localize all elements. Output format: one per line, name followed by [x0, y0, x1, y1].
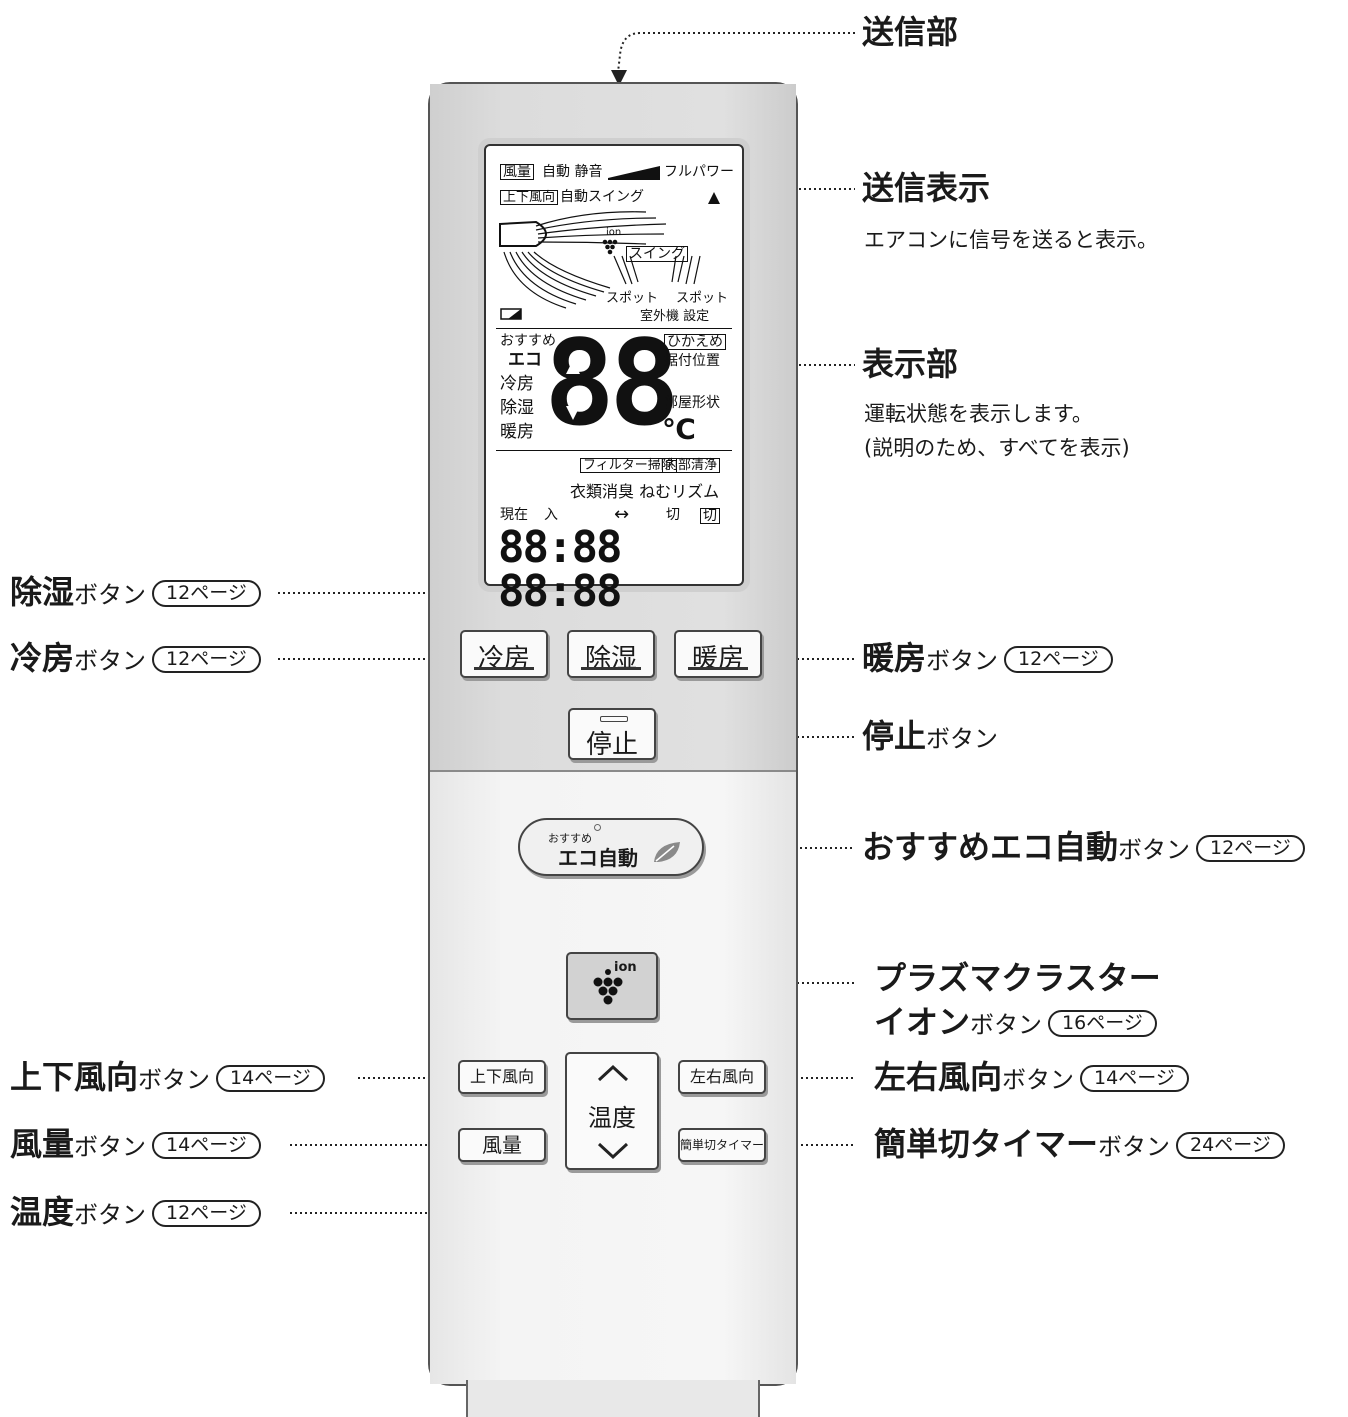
page-ref: 12ページ: [1196, 835, 1305, 862]
transmitter-arrow: [611, 70, 627, 86]
lcd-celsius: ℃: [662, 413, 696, 446]
plasmacluster-grape-icon: [593, 969, 623, 1005]
horizontal-direction-label: 左右風向: [689, 1067, 754, 1086]
airflow-graphic: [499, 211, 701, 309]
lcd-auto-quiet: 自動 静音: [542, 164, 603, 180]
lcd-eco: エコ: [508, 350, 542, 370]
send-indicator-desc: エアコンに信号を送ると表示。: [864, 228, 1158, 252]
stop-button-label: 停止: [585, 730, 638, 760]
lcd-inner-clean: 内部清浄: [662, 458, 721, 473]
lcd-ion-label: ion: [606, 227, 622, 238]
lcd-laundry-sleep: 衣類消臭 ねむリズム: [570, 482, 720, 501]
page-ref: 14ページ: [152, 1132, 261, 1159]
lcd-full-power: フルパワー: [664, 164, 734, 180]
stop-button[interactable]: 停止: [568, 708, 656, 760]
label-plasmacluster-1: プラズマクラスター: [874, 959, 1161, 997]
lcd-now: 現在: [500, 507, 528, 523]
plasmacluster-button[interactable]: ion: [566, 952, 658, 1020]
page-ref: 12ページ: [1004, 646, 1113, 673]
lcd-display: 風量 自動 静音 フルパワー 上下風向 自動スイング ion スイング スポット…: [484, 144, 744, 614]
label-stop: 停止ボタン: [862, 717, 999, 755]
lcd-filter-clean: フィルター掃除: [580, 458, 677, 473]
label-transmitter: 送信部: [862, 13, 959, 51]
temperature-button[interactable]: 温度: [565, 1052, 659, 1170]
lcd-recommended: おすすめ: [500, 333, 556, 349]
lcd-separator-2: [496, 450, 732, 451]
lcd-spot-2: スポット: [676, 291, 729, 306]
page-ref: 14ページ: [1080, 1065, 1189, 1092]
vertical-direction-label: 上下風向: [469, 1067, 534, 1086]
lcd-fan-box: 風量: [500, 164, 534, 180]
leaf-icon: [654, 842, 680, 862]
heat-button[interactable]: 暖房: [674, 630, 762, 678]
send-indicator-icon: [708, 192, 720, 204]
lcd-temperature-digits: 88: [544, 314, 680, 452]
eco-indicator-lamp: [594, 824, 601, 831]
horizontal-direction-button[interactable]: 左右風向: [678, 1060, 766, 1094]
lcd-clock: 88:88 88:88: [498, 522, 622, 617]
page-ref: 24ページ: [1176, 1132, 1285, 1159]
display-desc-1: 運転状態を表示します。: [864, 402, 1093, 426]
lcd-vertical-box: 上下風向: [500, 190, 559, 205]
lcd-dehum: 除湿: [500, 398, 534, 418]
remote-divider: [430, 770, 796, 772]
eco-auto-button[interactable]: おすすめ エコ自動: [518, 818, 704, 876]
lcd-outdoor-setting: 室外機 設定: [640, 309, 710, 324]
plasmacluster-ion-label: ion: [614, 960, 637, 975]
lcd-off: 切: [666, 507, 680, 523]
cool-button[interactable]: 冷房: [460, 630, 548, 678]
lcd-separator-1: [496, 328, 732, 329]
lcd-off-box: 切: [700, 508, 720, 524]
lcd-on: 入: [544, 507, 558, 523]
eco-auto-main-label: エコ自動: [558, 846, 638, 870]
battery-icon: [500, 308, 522, 320]
lcd-auto-swing: 自動スイング: [560, 189, 644, 205]
lcd-install-position: 据付位置: [664, 353, 720, 369]
vertical-direction-button[interactable]: 上下風向: [458, 1060, 546, 1094]
lcd-room-shape: 部屋形状: [664, 395, 720, 411]
display-desc-2: (説明のため、すべてを表示): [864, 436, 1130, 460]
label-send-indicator: 送信表示: [862, 169, 991, 207]
lcd-cool: 冷房: [500, 374, 534, 394]
lcd-fan-level-bars: [608, 166, 660, 180]
lcd-heat: 暖房: [500, 422, 534, 442]
lcd-up-down-arrows: [566, 360, 580, 420]
fan-button-label: 風量: [482, 1133, 522, 1157]
page-ref: 12ページ: [152, 580, 261, 607]
page-ref: 14ページ: [216, 1065, 325, 1092]
lcd-spot-1: スポット: [606, 291, 659, 306]
eco-auto-small-label: おすすめ: [548, 832, 592, 845]
lcd-hikaeme: ひかえめ: [664, 334, 726, 350]
page-ref: 12ページ: [152, 1200, 261, 1227]
timer-button-label: 簡単切タイマー: [680, 1138, 765, 1152]
lcd-ion-grape-icon: [602, 239, 618, 255]
label-display: 表示部: [862, 345, 959, 383]
leader-transmitter: [617, 32, 855, 73]
lcd-arrow: ↔: [614, 504, 630, 525]
temp-down-icon[interactable]: [597, 1142, 629, 1160]
temperature-label: 温度: [588, 1104, 636, 1132]
page-ref: 12ページ: [152, 646, 261, 673]
timer-button[interactable]: 簡単切タイマー: [678, 1128, 766, 1162]
lcd-swing-box: スイング: [626, 246, 688, 262]
dehumidify-button[interactable]: 除湿: [567, 630, 655, 678]
temp-up-icon[interactable]: [597, 1064, 629, 1082]
stop-indicator: [600, 716, 628, 722]
remote-bottom-stub: [466, 1380, 760, 1417]
fan-button[interactable]: 風量: [458, 1128, 546, 1162]
page-ref: 16ページ: [1048, 1010, 1157, 1037]
